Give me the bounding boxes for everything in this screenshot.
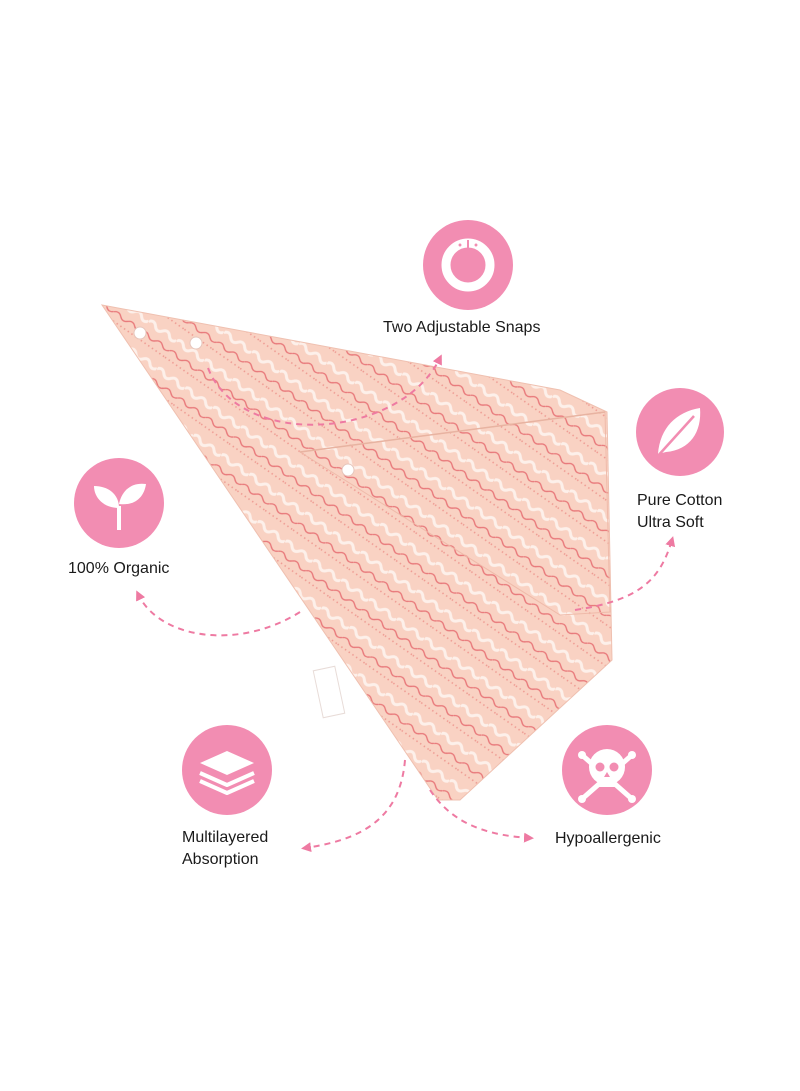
layers-icon <box>182 725 272 815</box>
bandana-bib <box>100 304 613 801</box>
hypoallergenic-label-text: Hypoallergenic <box>555 830 661 847</box>
label-100-organic: 100% Organic <box>68 558 169 580</box>
absorption-label-line2: Absorption <box>182 851 259 868</box>
bib-fold-line <box>299 411 606 453</box>
organic-label-text: 100% Organic <box>68 560 170 577</box>
snap-ring-icon <box>423 220 513 310</box>
arrow-snaps <box>207 354 442 426</box>
label-pure-cotton: Pure Cotton Ultra Soft <box>637 490 722 534</box>
snap-button-1 <box>133 326 147 340</box>
label-multilayered-absorption: Multilayered Absorption <box>182 827 268 871</box>
snap-button-2 <box>189 336 203 350</box>
arrow-absorption <box>301 759 406 853</box>
label-two-adjustable-snaps: Two Adjustable Snaps <box>383 317 540 339</box>
callout-arrows <box>136 354 676 853</box>
absorption-label-line1: Multilayered <box>182 829 269 846</box>
arrow-organic <box>136 590 301 637</box>
bib-care-tag <box>312 665 346 719</box>
cotton-label-line2: Ultra Soft <box>637 514 704 531</box>
sprout-icon <box>74 458 164 548</box>
arrow-hypoallergenic <box>429 789 534 843</box>
snap-button-3 <box>341 463 355 477</box>
leaf-icon <box>636 388 724 476</box>
label-hypoallergenic: Hypoallergenic <box>555 828 661 850</box>
snaps-label-text: Two Adjustable Snaps <box>383 319 541 336</box>
arrow-cotton <box>574 536 676 611</box>
cotton-label-line1: Pure Cotton <box>637 492 723 509</box>
skull-crossbones-icon <box>562 725 652 815</box>
